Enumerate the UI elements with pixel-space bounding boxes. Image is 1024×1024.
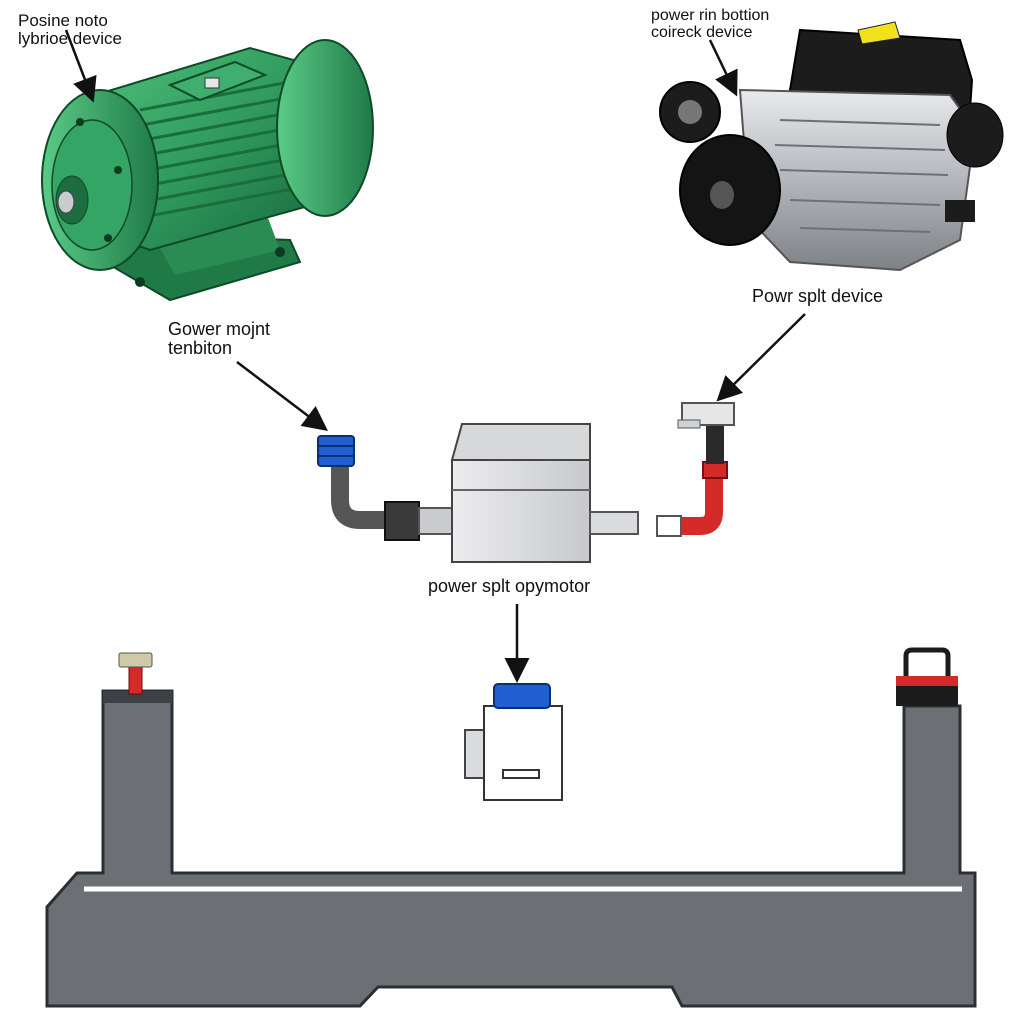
label-top-right: power rin bottion coireck device	[651, 7, 770, 42]
label-top-left-line1: Posine noto	[18, 11, 108, 30]
arrow-top-right	[708, 39, 738, 97]
red-connector-icon	[656, 402, 735, 537]
arrows	[64, 29, 806, 683]
label-mount: Gower mojnt tenbiton	[168, 320, 270, 358]
label-top-left-line2: lybrioe device	[18, 28, 122, 48]
label-split-device-text: Powr splt device	[752, 286, 884, 306]
label-split-motor-text: power splt opymotor	[428, 576, 591, 596]
chassis-frame	[45, 647, 977, 1008]
label-mount-line2: tenbiton	[168, 337, 233, 358]
label-top-left: Posine noto lybrioe device	[18, 12, 122, 48]
engine-icon	[659, 21, 1004, 272]
label-split-device: Powr splt device	[752, 287, 883, 306]
label-top-right-line1: power rin bottion	[651, 7, 770, 24]
electric-motor-icon	[41, 39, 374, 302]
label-split-motor: power splt opymotor	[428, 577, 590, 596]
blue-connector-icon	[317, 435, 454, 541]
arrow-top-left	[64, 29, 97, 103]
motor-unit-icon	[464, 683, 563, 801]
arrow-mount	[236, 361, 328, 432]
power-split-box-icon	[450, 423, 639, 563]
label-mount-line1: Gower mojnt	[168, 319, 271, 339]
arrow-split-device	[716, 313, 806, 402]
label-top-right-line2: coireck device	[651, 23, 753, 41]
